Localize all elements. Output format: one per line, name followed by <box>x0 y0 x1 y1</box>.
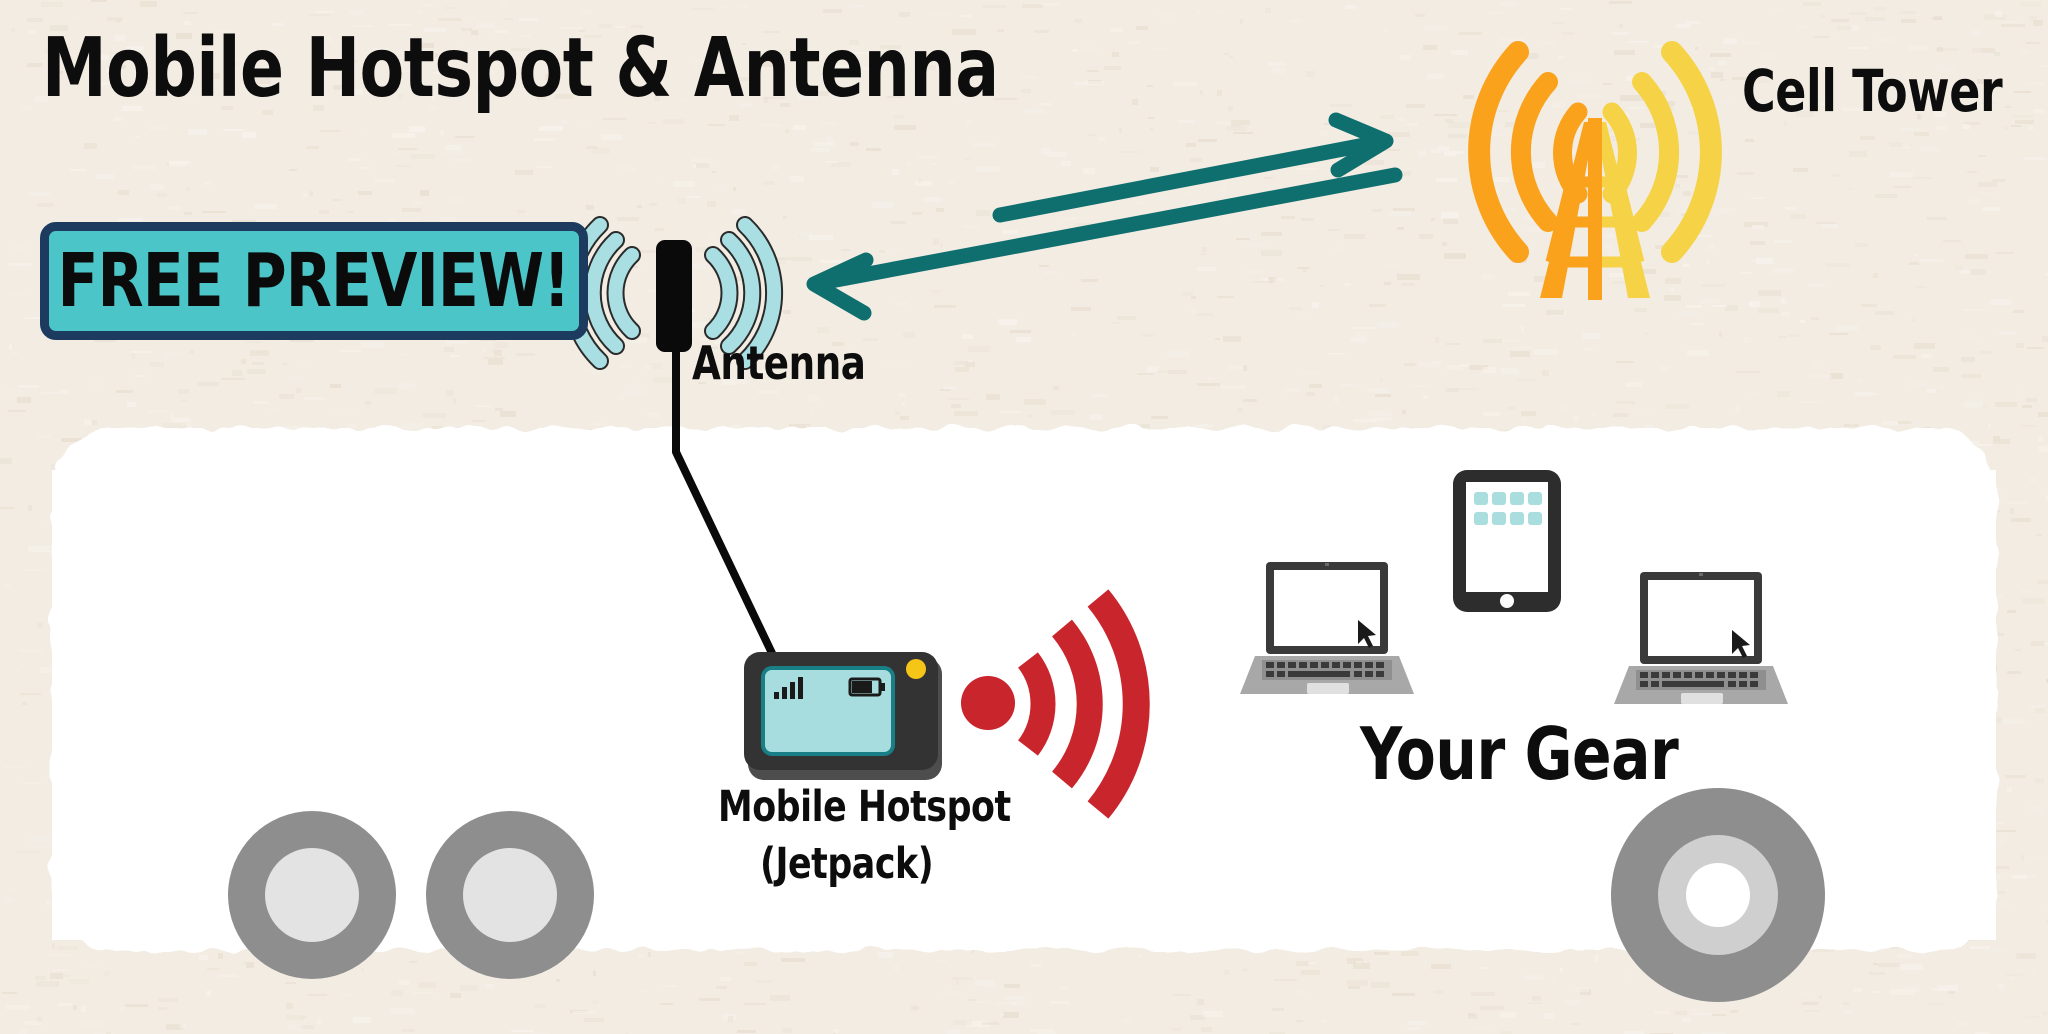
wheel-icon <box>1611 788 1825 1002</box>
cable-line <box>672 348 784 674</box>
your-gear-label: Your Gear <box>1360 712 1679 796</box>
cursor-icon <box>1732 630 1750 658</box>
wheel-icon <box>228 811 396 979</box>
page-title: Mobile Hotspot & Antenna <box>42 21 999 116</box>
laptop-icon <box>1614 572 1788 704</box>
free-preview-badge[interactable]: FREE PREVIEW! <box>40 222 588 340</box>
cell-tower-label: Cell Tower <box>1742 57 2003 125</box>
laptop-icon <box>1240 562 1414 694</box>
signal-bars-icon <box>774 677 803 699</box>
arrow-right-icon <box>992 112 1394 223</box>
antenna-label: Antenna <box>692 336 866 390</box>
wheel-icon <box>426 811 594 979</box>
led-indicator <box>906 659 926 679</box>
tablet-icon <box>1453 470 1561 612</box>
battery-icon <box>848 677 885 697</box>
hotspot-label-line1: Mobile Hotspot <box>718 782 1011 832</box>
free-preview-label: FREE PREVIEW! <box>57 238 571 324</box>
arrow-left-icon <box>806 167 1403 321</box>
home-button-icon <box>1500 594 1514 608</box>
hotspot-label-line2: (Jetpack) <box>760 839 934 889</box>
cursor-icon <box>1358 620 1376 648</box>
